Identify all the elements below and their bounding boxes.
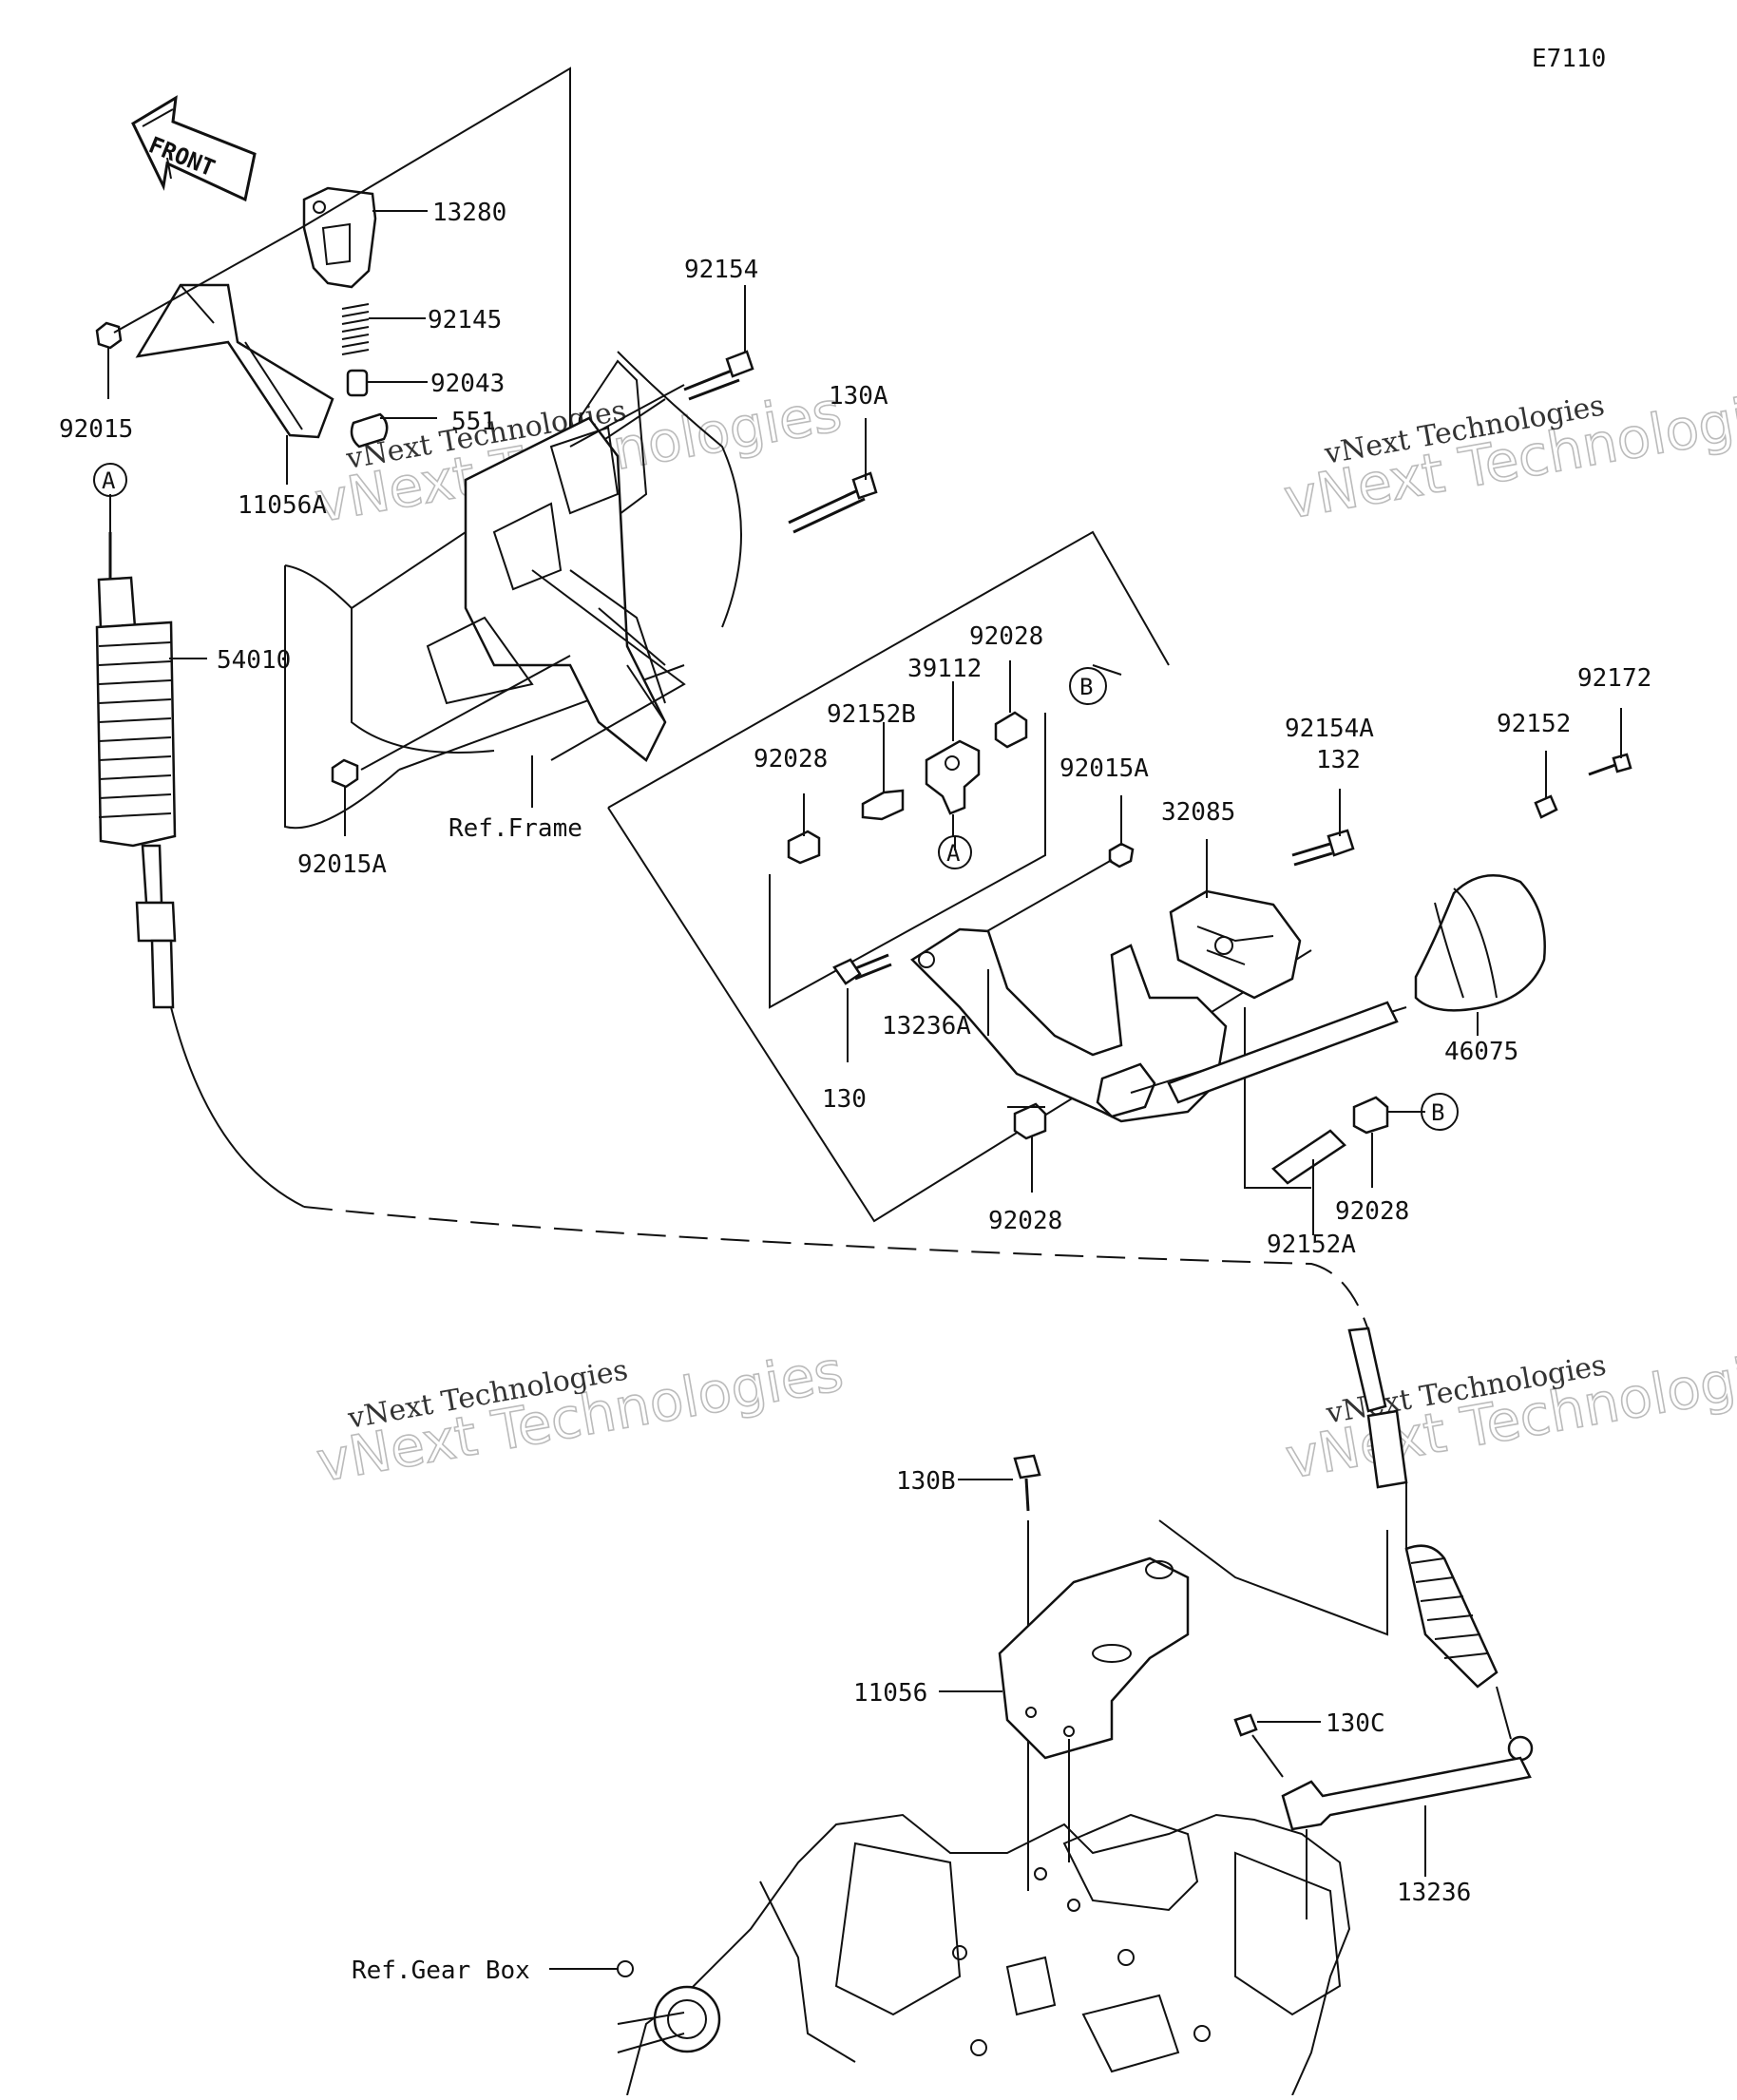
- collar-92028-left: [787, 830, 821, 865]
- callout-a-top: A: [93, 463, 127, 497]
- label-92028-left: 92028: [754, 745, 828, 773]
- bolt-92154: [569, 350, 754, 448]
- label-ref-frame: Ref.Frame: [449, 814, 582, 843]
- callout-b-label: B: [1079, 674, 1093, 700]
- callout-a-label: A: [102, 468, 116, 494]
- bracket-11056: [998, 1519, 1388, 1862]
- label-130B: 130B: [896, 1467, 956, 1496]
- cable-lower: [1347, 1327, 1534, 1762]
- label-92145: 92145: [428, 306, 502, 334]
- watermark-4: vNext Technologies vNext Technologies: [1280, 1334, 1737, 1492]
- collar-92152B: [861, 789, 905, 821]
- spring-92145: [341, 303, 370, 355]
- label-92154A: 92154A: [1285, 715, 1374, 743]
- knob-46075: [1414, 874, 1546, 1012]
- lever-13236: [1281, 1756, 1532, 1919]
- label-92172: 92172: [1577, 664, 1651, 693]
- label-54010: 54010: [217, 646, 291, 675]
- label-13280: 13280: [432, 199, 506, 227]
- frame-reference: [284, 351, 742, 830]
- label-32085: 32085: [1161, 798, 1235, 827]
- front-arrow-icon: FRONT: [131, 95, 257, 202]
- nut-92015: [95, 321, 123, 350]
- lever-13236A: [910, 927, 1407, 1123]
- leader-lines: [107, 210, 1622, 1970]
- label-92015A-left: 92015A: [297, 850, 387, 879]
- label-92154: 92154: [684, 256, 758, 284]
- label-92015: 92015: [59, 415, 133, 444]
- diagram-code: E7110: [1532, 45, 1606, 73]
- label-92015A-right: 92015A: [1059, 754, 1149, 783]
- watermark-2: vNext Technologies vNext Technologies: [1279, 374, 1737, 532]
- sub-box-left: [769, 713, 1046, 1009]
- label-130C: 130C: [1326, 1709, 1385, 1738]
- label-551: 551: [451, 408, 496, 436]
- watermark-3: vNext Technologies vNext Technologies: [312, 1338, 849, 1496]
- label-92028-top: 92028: [969, 622, 1043, 651]
- callout-b-label: B: [1431, 1099, 1444, 1126]
- label-92152A: 92152A: [1267, 1231, 1356, 1259]
- callout-a-label: A: [946, 840, 961, 867]
- label-130: 130: [822, 1085, 867, 1114]
- sleeve-92152A: [1271, 1129, 1346, 1185]
- label-92028-bottom-right: 92028: [1335, 1197, 1409, 1226]
- collar-92028-bottom-left: [1013, 1102, 1047, 1140]
- bolt-92154A: [1291, 829, 1355, 867]
- part-labels: 13280 92145 92043 551 92015 11056A 54010…: [59, 199, 1651, 1985]
- label-11056: 11056: [853, 1679, 927, 1708]
- callout-b-right: B: [1421, 1093, 1459, 1131]
- callout-b-top: B: [1069, 667, 1107, 705]
- bolt-130C: [1233, 1713, 1284, 1778]
- label-92028-bottom-left: 92028: [988, 1207, 1062, 1235]
- stopper-32085: [1169, 889, 1302, 1000]
- label-92152B: 92152B: [827, 700, 916, 729]
- pin-92152: [1534, 794, 1558, 819]
- stopper-13280: [302, 186, 377, 289]
- label-11056A: 11056A: [238, 491, 327, 520]
- label-13236: 13236: [1397, 1879, 1471, 1907]
- bolt-130: [832, 953, 892, 985]
- assembly-line: [113, 67, 571, 456]
- label-130A: 130A: [829, 382, 888, 410]
- callout-a-mid: A: [938, 835, 972, 869]
- collar-92028-bottom-right: [1352, 1096, 1389, 1135]
- plunger-92043: [346, 369, 369, 397]
- label-46075: 46075: [1444, 1038, 1518, 1066]
- bracket-11056A: [135, 283, 334, 439]
- bolt-130A: [788, 471, 878, 534]
- label-132: 132: [1316, 746, 1361, 774]
- cable-54010: [95, 532, 1369, 1331]
- nut-92015A-right: [978, 842, 1135, 937]
- label-39112: 39112: [907, 655, 982, 683]
- label-92043: 92043: [430, 370, 505, 398]
- label-13236A: 13236A: [882, 1012, 971, 1040]
- nut-92015A-left: [331, 655, 571, 789]
- bolt-92172: [1588, 753, 1632, 776]
- gear-box-reference: [617, 1813, 1351, 2096]
- collar-92028-top: [994, 711, 1028, 749]
- label-ref-gear-box: Ref.Gear Box: [352, 1957, 530, 1985]
- bracket-39112: [925, 739, 981, 815]
- label-92152: 92152: [1497, 710, 1571, 738]
